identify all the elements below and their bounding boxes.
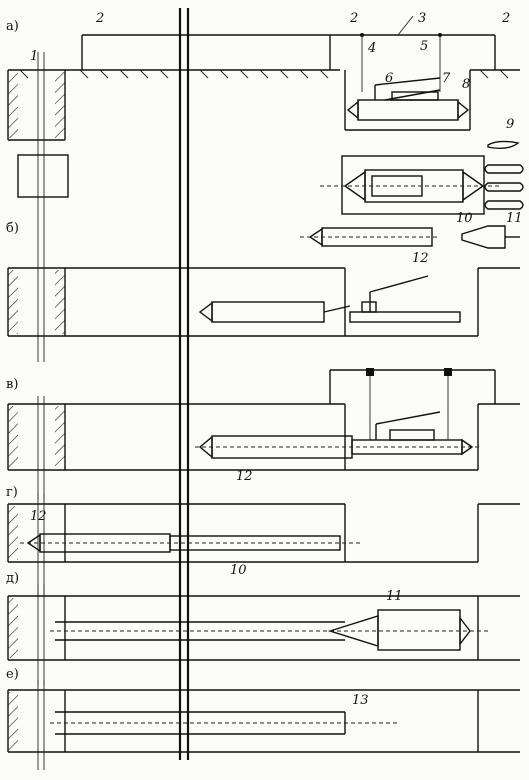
panel-label-a: а): [6, 19, 19, 34]
callout-10b: 10: [230, 563, 247, 578]
callout-3: 3: [418, 11, 426, 26]
panel-label-v: в): [6, 377, 18, 392]
callout-10a: 10: [456, 211, 473, 226]
callout-13: 13: [352, 693, 369, 708]
callout-2a: 2: [95, 11, 104, 26]
panel-v: 12: [7, 368, 520, 500]
callout-11b: 11: [386, 589, 403, 604]
panel-label-g: г): [6, 485, 18, 500]
callout-12b: 12: [236, 469, 253, 484]
callout-4: 4: [367, 41, 376, 56]
callout-12c: 12: [30, 509, 47, 524]
callout-12a: 12: [412, 251, 429, 266]
callout-2c: 2: [501, 11, 510, 26]
panel-a: 1 2 2 2 3 4 5 6 7 8: [7, 11, 524, 266]
callout-2b: 2: [349, 11, 358, 26]
panel-b: [7, 256, 520, 362]
callout-1: 1: [30, 49, 38, 64]
panel-e: 13: [7, 680, 520, 770]
callout-5: 5: [420, 39, 428, 54]
callout-11a: 11: [506, 211, 523, 226]
callout-7: 7: [442, 71, 451, 86]
panel-label-b: б): [6, 221, 19, 236]
callout-6: 6: [385, 71, 393, 86]
callout-9: 9: [506, 117, 514, 132]
panel-d: 11: [7, 584, 520, 686]
panel-g: 12 10: [7, 494, 520, 598]
callout-8: 8: [462, 77, 470, 92]
panel-label-d: д): [6, 571, 19, 586]
panel-label-e: е): [6, 667, 19, 682]
vertical-pipeline: [178, 8, 190, 760]
